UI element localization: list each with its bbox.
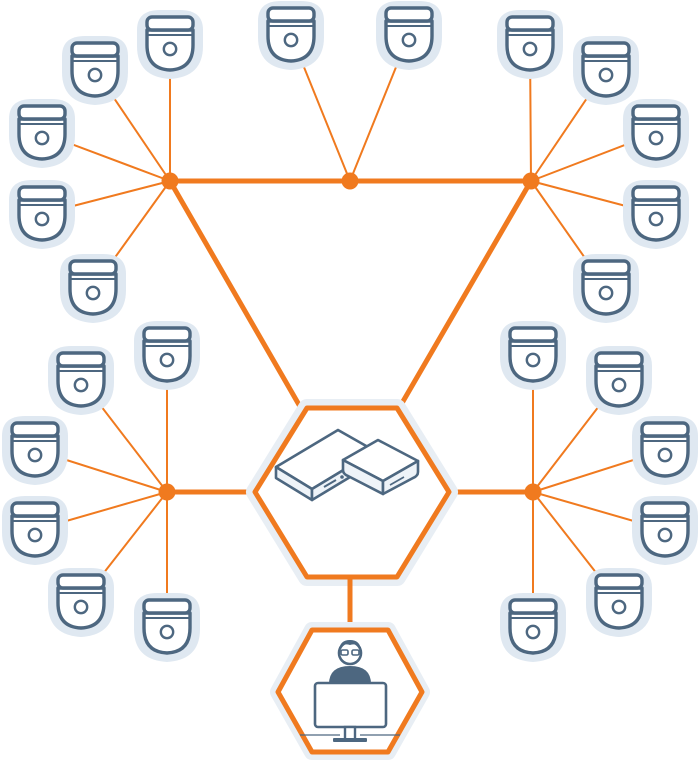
dome-camera-icon	[7, 178, 77, 251]
recorder-hub	[246, 399, 458, 586]
dome-camera-icon	[0, 414, 70, 487]
dome-camera-icon	[60, 34, 130, 107]
switch-node-tr	[522, 172, 540, 190]
switch-node-bl	[158, 483, 176, 501]
server-appliance-icon	[341, 438, 420, 496]
switch-node-tl	[161, 172, 179, 190]
dome-camera-icon	[571, 34, 641, 107]
dome-camera-icon	[584, 344, 654, 417]
dome-camera-icon	[498, 591, 568, 664]
hub-nodes	[158, 172, 542, 501]
dome-camera-icon	[498, 319, 568, 392]
backbone-right-diagonal	[395, 178, 534, 413]
dome-camera-icon	[132, 319, 202, 392]
backbone-left-diagonal	[167, 178, 305, 413]
dome-camera-icon	[46, 344, 116, 417]
dome-camera-icon	[132, 591, 202, 664]
dome-camera-icon	[374, 0, 444, 72]
dome-camera-icon	[256, 0, 326, 72]
dome-camera-icon	[46, 566, 116, 639]
dome-camera-icon	[495, 8, 565, 81]
dome-camera-icon	[630, 414, 700, 487]
operator-hub	[270, 622, 430, 760]
switch-node-tc	[341, 172, 359, 190]
operator-workstation-icon	[300, 640, 400, 742]
dome-camera-icon	[584, 566, 654, 639]
dome-camera-icon	[630, 494, 700, 567]
dome-camera-icon	[58, 252, 128, 325]
dome-camera-icon	[135, 8, 205, 81]
dome-camera-icon	[621, 178, 691, 251]
switch-node-br	[524, 483, 542, 501]
dome-camera-icon	[0, 494, 70, 567]
dome-camera-icon	[621, 97, 691, 170]
dome-camera-icon	[7, 97, 77, 170]
dome-camera-icon	[571, 252, 641, 325]
